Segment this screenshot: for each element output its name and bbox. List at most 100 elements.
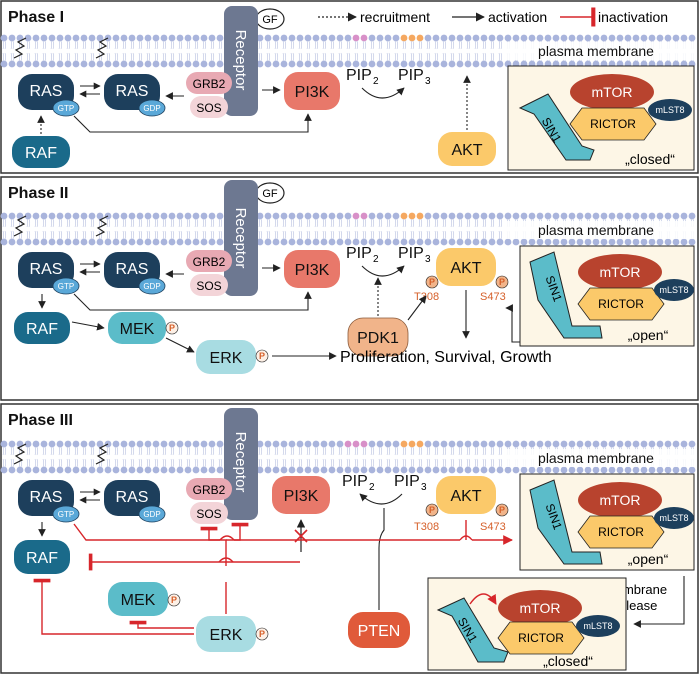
lipid-head [384, 212, 392, 220]
lipid-head [256, 212, 264, 220]
lipid-head [0, 60, 8, 68]
lipid-head [200, 466, 208, 474]
grb2-label-2: GRB2 [193, 255, 226, 269]
mek-label-3: MEK [121, 592, 156, 609]
lipid-head [0, 440, 8, 448]
lipid-head [600, 440, 608, 448]
lipid-head [8, 440, 16, 448]
sos-label-2: SOS [196, 279, 221, 293]
lipid-head [184, 60, 192, 68]
lipid-head [32, 34, 40, 42]
lipid-head [296, 238, 304, 246]
lipid-head [144, 212, 152, 220]
akt-1 [438, 132, 496, 166]
raf-label-1: RAF [25, 145, 57, 162]
lipid-head [200, 440, 208, 448]
phospho-t308-icon [425, 275, 439, 289]
ras-gtp-label-1: RAS [30, 83, 63, 100]
lipid-head [192, 238, 200, 246]
lipid-head [480, 60, 488, 68]
lipid-head [496, 440, 504, 448]
lipid-head [200, 60, 208, 68]
lipid-head [328, 60, 336, 68]
lipid-head [680, 34, 688, 42]
lipid-head [208, 34, 216, 42]
lipid-head [144, 440, 152, 448]
lipid-head [512, 212, 520, 220]
mtor-4 [498, 590, 582, 626]
lipid-head [608, 34, 616, 42]
lipid-head [520, 466, 528, 474]
lipid-head [528, 212, 536, 220]
lipid-head [8, 466, 16, 474]
lipid-head [272, 34, 280, 42]
lipid-head [464, 212, 472, 220]
lipid-head [536, 212, 544, 220]
lipid-head [312, 238, 320, 246]
lipid-head [104, 466, 112, 474]
lipid-head [488, 60, 496, 68]
lipid-head [560, 440, 568, 448]
lipid-head [80, 212, 88, 220]
lipid-head [0, 34, 8, 42]
lipid-head [72, 60, 80, 68]
legend-inactivation: inactivation [598, 9, 668, 25]
lipid-head [464, 440, 472, 448]
lipid-head [304, 60, 312, 68]
membrane-phase-2 [0, 212, 696, 246]
pip2-sub-3: 2 [369, 482, 375, 493]
lipid-head [512, 34, 520, 42]
lipid-head [64, 238, 72, 246]
lipid-head [416, 466, 424, 474]
lipid-head [96, 238, 104, 246]
lipid-head [672, 34, 680, 42]
pip3-label-1: PIP [398, 67, 424, 84]
pi3k-1 [284, 72, 340, 110]
lipid-head [352, 466, 360, 474]
lipid-head [136, 238, 144, 246]
lipid-head [480, 238, 488, 246]
lipid-head [408, 60, 416, 68]
lipid-head [392, 440, 400, 448]
grb2-2 [186, 250, 232, 272]
lipid-head [64, 60, 72, 68]
lipid-head [496, 466, 504, 474]
lipid-head [592, 34, 600, 42]
lipid-head [688, 466, 696, 474]
lipid-head [128, 466, 136, 474]
lipid-head [304, 238, 312, 246]
lipid-head [24, 212, 32, 220]
lipid-head [432, 466, 440, 474]
lipid-head [96, 440, 104, 448]
raf-label-2: RAF [26, 321, 58, 338]
ras-gdp-label-2: RAS [116, 261, 149, 278]
lipid-head [640, 466, 648, 474]
lipid-head [72, 466, 80, 474]
lipid-head [552, 440, 560, 448]
lipid-head [80, 466, 88, 474]
rictor-label-2: RICTOR [598, 297, 644, 311]
lipid-head [80, 238, 88, 246]
receptor-3 [224, 408, 258, 520]
lipid-head [256, 60, 264, 68]
lipid-head [16, 238, 24, 246]
lipid-head [312, 440, 320, 448]
lipid-head [576, 34, 584, 42]
lipid-head [80, 34, 88, 42]
grb2-1 [186, 72, 232, 94]
lipid-head [56, 238, 64, 246]
pip3-sub-1: 3 [425, 76, 431, 87]
lipid-head [480, 440, 488, 448]
lipid-head [664, 34, 672, 42]
lipid-head [144, 466, 152, 474]
lipid-head [384, 440, 392, 448]
gtp-label-2: GTP [58, 282, 74, 291]
lipid-head [416, 212, 424, 220]
phase-1-title: Phase I [8, 9, 64, 26]
lipid-head [256, 34, 264, 42]
lipid-head [376, 212, 384, 220]
lipid-head [352, 60, 360, 68]
pi3k-label-1: PI3K [295, 84, 330, 101]
lipid-head [56, 440, 64, 448]
